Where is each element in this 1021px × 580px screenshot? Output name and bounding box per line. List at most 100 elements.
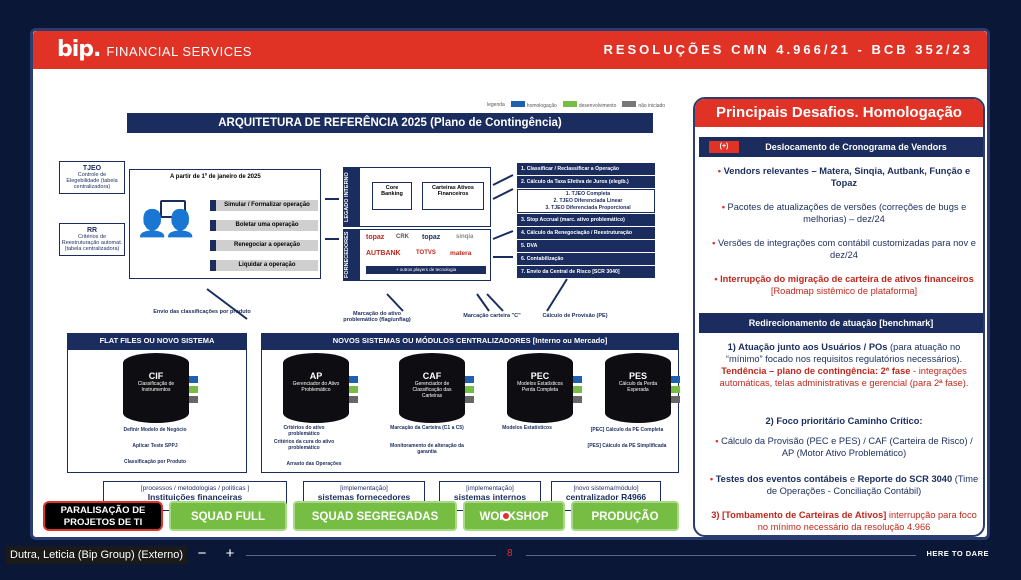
point-2-mid: e	[847, 474, 858, 484]
note-envio: Envio das classificações por produto	[153, 309, 251, 315]
action-renegociar: Renegociar a operação	[210, 240, 318, 251]
point-2-tail: (Time de Operações - Conciliação Contábi…	[766, 474, 979, 496]
legend-homologacao: homologação	[510, 101, 557, 109]
step-6: 6. Contabilização	[517, 253, 655, 265]
status-desenvolvimento	[189, 386, 198, 393]
bip-logo: bip. FINANCIAL SERVICES	[57, 37, 252, 62]
cif-code: CIF	[148, 371, 164, 381]
status-nao-iniciado	[465, 396, 474, 403]
bullet-pacotes: • Pacotes de atualizações de versões (co…	[721, 202, 967, 224]
tjeo-text: Controle de Elegebilidade (tabela centra…	[66, 172, 118, 190]
ap-label: Gerenciador do Ativo Problemático	[292, 381, 340, 393]
cif-label: Classificação de Instrumentos	[137, 381, 175, 393]
tjeo-option-1: 1. TJEO Completa	[565, 191, 611, 197]
step-3: 3. Stop Accrual (marc. ativo problemátic…	[517, 214, 655, 226]
legend-homologacao-label: homologação	[526, 103, 557, 109]
point-2-bold-2: Reporte do SCR 3040	[857, 474, 953, 484]
vendors-band: (+) Deslocamento de Cronograma de Vendor…	[699, 137, 983, 157]
bullet-versoes-text: Versões de integrações com contábil cust…	[717, 238, 976, 260]
zoom-out-button[interactable]: −	[197, 545, 207, 562]
vendor-autbank: AUTBANK	[366, 250, 401, 257]
status-desenvolvimento	[349, 386, 358, 393]
point-3-rest: interrupção para foco no mínimo necessár…	[757, 510, 977, 532]
pes-code: PES	[628, 371, 647, 381]
tjeo-option-2: 2. TJEO Diferenciada Linear	[553, 198, 623, 204]
slide: bip. FINANCIAL SERVICES RESOLUÇÕES CMN 4…	[30, 28, 990, 540]
impl-instituicoes-a: [processos / metodologias / políticas ]	[140, 485, 250, 492]
vendors-more: + outros players de tecnologia	[366, 266, 486, 274]
status-desenvolvimento	[671, 386, 680, 393]
legend-label: legenda	[487, 102, 505, 108]
caf-database: CAF Gerenciador de Classificação das Car…	[399, 353, 465, 423]
note-marcacao: Marcação do ativo problemático (flag/unf…	[343, 311, 411, 323]
squad-segregadas-button[interactable]: SQUAD SEGREGADAS	[293, 501, 457, 531]
ap-note-3: Arrasto das Operações	[286, 461, 342, 467]
legend-nao-iniciado-label: não iniciado	[638, 103, 666, 109]
status-homologacao	[465, 376, 474, 383]
ap-note-2: Critérios da cura do ativo problemático	[273, 439, 335, 451]
novos-sistemas-box	[261, 349, 679, 473]
vendor-crk: CRK	[396, 234, 409, 240]
status-homologacao	[671, 376, 680, 383]
point-1-red: Tendência – plano de contingência: 2ª fa…	[721, 366, 911, 376]
ap-database: AP Gerenciador do Ativo Problemático	[283, 353, 349, 423]
core-banking: Core Banking	[372, 182, 412, 210]
squad-full-button[interactable]: SQUAD FULL	[169, 501, 287, 531]
tjeo-title: TJEO	[82, 165, 102, 172]
rr-text: Critérios de Reestruturação automat. (ta…	[61, 234, 123, 252]
point-2-bullet-2: • Testes dos eventos contábeis e Reporte…	[709, 474, 979, 496]
caf-code: CAF	[422, 371, 442, 381]
step-5: 5. DVA	[517, 240, 655, 252]
panel-title: Principais Desafios. Homologação	[695, 99, 983, 127]
action-boletar: Boletar uma operação	[210, 220, 318, 231]
flat-files-box	[67, 349, 247, 473]
logo-text: FINANCIAL SERVICES	[106, 44, 252, 59]
divider-right	[526, 555, 916, 556]
bullet-versoes: • Versões de integrações com contábil cu…	[712, 238, 976, 260]
vendor-matera: matera	[450, 250, 472, 257]
presenter-name: Dutra, Leticia (Bip Group) (Externo)	[6, 546, 188, 564]
impl-instituicoes-b: Instituições financeiras	[147, 492, 243, 502]
point-2-bullet-1: • Cálculo da Provisão (PEC e PES) / CAF …	[715, 436, 973, 458]
caf-note-1: Marcação da Carteira (C1 a C5)	[390, 425, 464, 431]
bullet-interrupcao-rest: [Roadmap sistêmico de plataforma]	[770, 286, 918, 296]
pec-database: PEC Modelos Estatísticos Perda Completa	[507, 353, 573, 423]
point-3: 3) [Tombamento de Carteiras de Ativos] i…	[709, 509, 979, 533]
meeting-bar: Dutra, Leticia (Bip Group) (Externo) − +…	[0, 542, 1021, 566]
status-homologacao	[573, 376, 582, 383]
impl-internos-b: sistemas internos	[453, 492, 527, 502]
action-liquidar: Liquidar a operação	[210, 260, 318, 271]
bullet-vendors-text: Vendors relevantes – Matera, Sinqia, Aut…	[723, 166, 971, 188]
process-steps: 1. Classificar / Reclassificar a Operaçã…	[517, 163, 655, 279]
logo-mark: bip.	[57, 37, 101, 62]
tjeo-option-3: 3. TJEO Diferenciada Proporcional	[545, 205, 631, 211]
point-2-bullet-1-text: Cálculo da Provisão (PEC e PES) / CAF (C…	[721, 436, 973, 458]
pes-note-2: [PES] Cálculo da PE Simplificada	[587, 443, 667, 449]
point-2-bold-1: Testes dos eventos contábeis	[715, 474, 848, 484]
impl-fornecedores-b: sistemas fornecedores	[317, 492, 411, 502]
status-nao-iniciado	[573, 396, 582, 403]
action-simular: Simular / Formalizar operação	[210, 200, 318, 211]
cif-note-2: Aplicar Teste SPPJ	[132, 443, 178, 449]
user-actions-box: A partir de 1º de janeiro de 2025 👤👤 Sim…	[129, 169, 321, 279]
architecture-title: ARQUITETURA DE REFERÊNCIA 2025 (Plano de…	[127, 113, 653, 133]
computer-icon	[160, 200, 186, 218]
step-4: 4. Cálculo da Renegociação / Reestrutura…	[517, 227, 655, 239]
slide-title: RESOLUÇÕES CMN 4.966/21 - BCB 352/23	[603, 42, 973, 57]
impl-internos-a: [implementação]	[466, 485, 514, 492]
start-date: A partir de 1º de janeiro de 2025	[170, 174, 261, 180]
zoom-in-button[interactable]: +	[225, 545, 235, 562]
legend-nao-iniciado: não iniciado	[622, 101, 665, 109]
redirect-band: Redirecionamento de atuação [benchmark]	[699, 313, 983, 333]
pes-database: PES Cálculo da Perda Esperada	[605, 353, 671, 423]
note-carteira: Marcação carteira "C"	[463, 313, 521, 319]
workshop-button[interactable]: WORKSHOP	[463, 501, 565, 531]
status-nao-iniciado	[349, 396, 358, 403]
tjeo-box: TJEO Controle de Elegebilidade (tabela c…	[59, 161, 125, 194]
note-provisao: Cálculo de Provisão (PE)	[542, 313, 608, 319]
pec-note-1: Modelos Estatísticos	[502, 425, 552, 431]
producao-button[interactable]: PRODUÇÃO	[571, 501, 679, 531]
paralisacao-button[interactable]: PARALISAÇÃO DE PROJETOS DE TI	[43, 501, 163, 531]
ap-code: AP	[309, 371, 323, 381]
cif-note-1: Definir Modelo de Negócio	[123, 427, 187, 433]
